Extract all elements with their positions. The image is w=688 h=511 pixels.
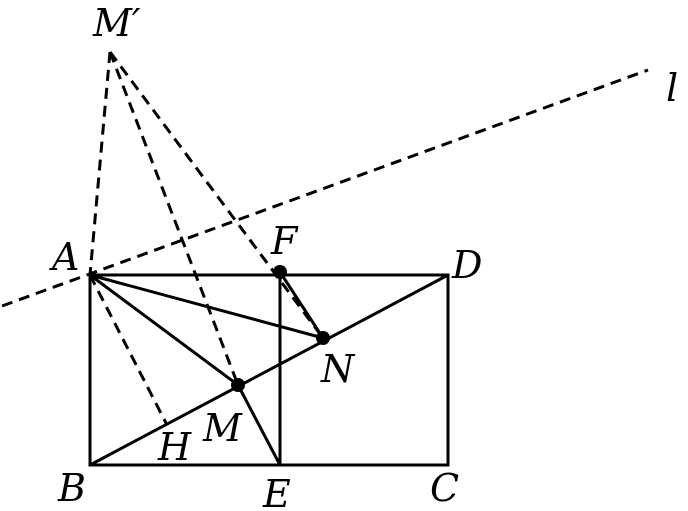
- segment-a-n: [88, 273, 325, 340]
- label-a: A: [49, 235, 79, 279]
- point-n: [316, 331, 330, 345]
- label-e: E: [262, 472, 291, 511]
- label-m: M: [202, 406, 243, 450]
- label-h: H: [157, 425, 192, 469]
- point-f: [273, 265, 287, 279]
- label-f: F: [270, 219, 299, 263]
- segment-f-n: [278, 270, 325, 340]
- label-b: B: [57, 466, 86, 510]
- label-m-prime: M′: [92, 1, 141, 45]
- line-l: [1, 68, 649, 308]
- segment-m-e: [236, 383, 282, 467]
- label-d: D: [451, 243, 482, 287]
- rectangle-abcd: [88, 273, 450, 467]
- segment-a-m: [88, 273, 240, 387]
- label-l: l: [666, 66, 678, 110]
- segment-a-h: [88, 274, 169, 426]
- segment-m-prime-m: [108, 51, 240, 386]
- segment-m-prime-n: [108, 51, 325, 339]
- point-m: [231, 378, 245, 392]
- segment-m-prime-a: [88, 51, 112, 276]
- label-n: N: [320, 347, 356, 391]
- diagonal-b-d: [88, 273, 450, 467]
- label-c: C: [430, 466, 459, 510]
